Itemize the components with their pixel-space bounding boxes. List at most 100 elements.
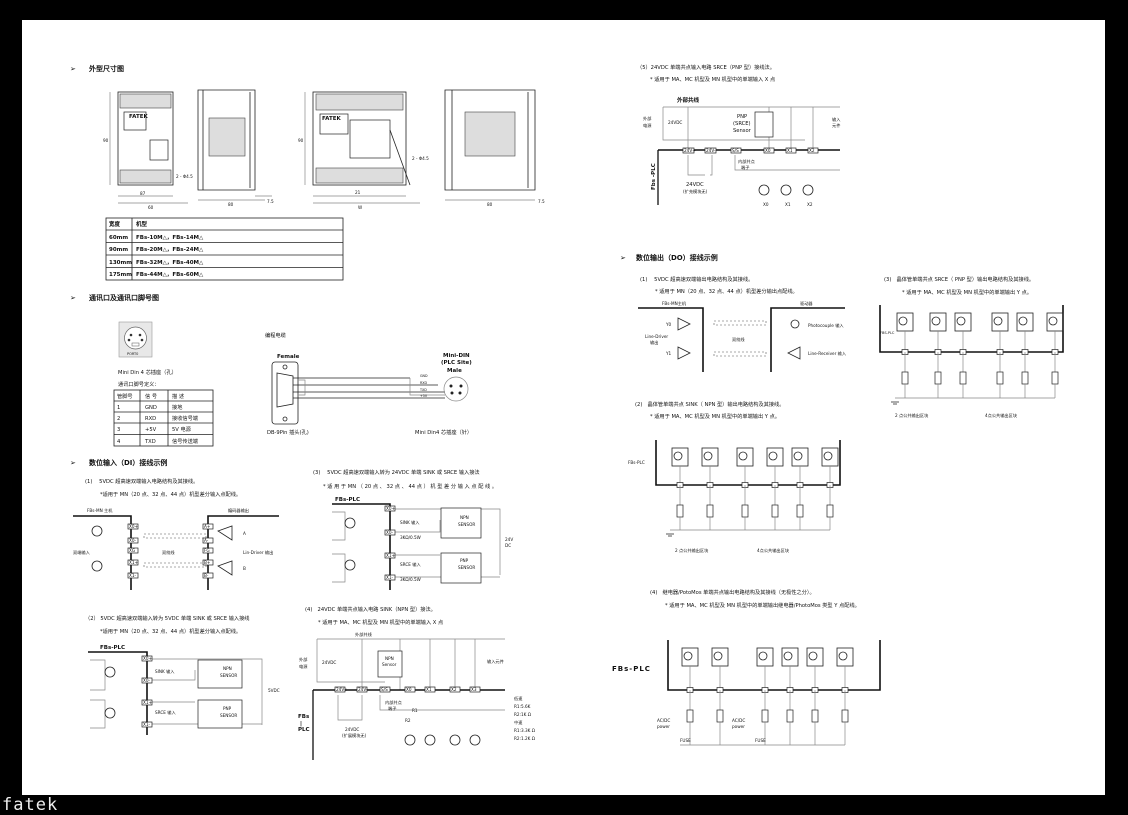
table-cell: 3 [117, 427, 120, 433]
logo-text: FATEK [322, 116, 341, 122]
comm-heading: 通讯口及通讯口脚号图 [89, 293, 159, 302]
terminal-label: X1 [426, 687, 432, 692]
dim-label: 2 - Φ4.5 [412, 156, 429, 161]
table-cell: 175mm [109, 272, 132, 278]
diagram-label: 24V [505, 537, 513, 542]
load-mark [796, 504, 804, 518]
schematic-mark [1048, 316, 1058, 326]
diagram-label: 双端输入 [73, 549, 91, 556]
schematic-mark [666, 533, 674, 537]
di-item2-title: （2） 5VDC 超高速双端输入转为 5VDC 单端 SINK 或 SRCE 输… [85, 614, 249, 622]
programming-cable-diagram: 编程电缆 Female Mini-DIN (PLC Site) Male GND… [265, 331, 472, 436]
table-cell: 2 [117, 416, 120, 422]
diagram-label: 双绞线 [732, 336, 745, 343]
diagram-label: DC [505, 543, 511, 548]
diagram-label: PNP [737, 114, 747, 120]
do-item1-diagram: FBs-MN主机 驱动器 Y0 Y1 Line-Driver 输出 双绞线 Ph… [638, 300, 847, 372]
diagram-label: SENSOR [458, 565, 475, 570]
terminal-label: X0- [129, 538, 137, 543]
diagram-label: SINK 输入 [155, 668, 175, 675]
diagram-label: X1 [785, 202, 791, 207]
diagram-label: (扩展模块无) [342, 732, 367, 739]
speed-label: R2:1.2K Ω [514, 736, 536, 741]
table-header: 描 述 [172, 392, 184, 400]
schematic-mark [713, 651, 723, 661]
di-heading: 数位输入（DI）接线示例 [89, 458, 167, 467]
female-label: Female [277, 354, 300, 360]
terminal-label: X0- [386, 530, 394, 535]
do-item4-title: (4) 继电器/PotoMos 单端共点输出电路结构及其接线（无极性之分）。 [650, 588, 815, 596]
terminal-label: S/S [732, 148, 739, 153]
diagram-label: 24VDC [686, 182, 704, 188]
diagram-label: SINK 输入 [400, 519, 420, 526]
table-header: 机型 [135, 220, 148, 228]
schematic-mark [667, 640, 881, 691]
diagram-label: 外部共线 [355, 631, 373, 638]
diagram-label: Fbs -PLC [651, 163, 657, 190]
diagram-label: SENSOR [220, 673, 237, 678]
terminal-label: A+ [204, 524, 211, 529]
dimension-drawings: FATEK 90 87 60 2 - Φ4.5 80 7.5 FATEK 90 … [103, 89, 545, 210]
diagram-label: PNP [460, 558, 469, 563]
diagram-label: FUSE [755, 738, 766, 743]
table-cell: 4 [117, 439, 121, 445]
schematic-mark [838, 651, 848, 661]
speed-label: R1:3.3K Ω [514, 728, 536, 733]
diagram-label: FBs-MN 主机 [87, 507, 113, 514]
load-mark [771, 504, 779, 518]
diagram-label: 4点公共输出区块 [757, 547, 790, 554]
terminal-label: 24V- [706, 148, 716, 153]
terminal-label: X1- [386, 575, 394, 580]
diagram-label: 双绞线 [162, 549, 175, 556]
diagram-label: Photocouple 输入 [808, 322, 844, 329]
table-header: 管脚号 [117, 392, 133, 400]
diagram-label: NPN [385, 656, 394, 661]
diagram-label: 端子 [741, 164, 749, 171]
table-cell: 60mm [109, 235, 128, 241]
table-cell: 接地 [172, 403, 182, 411]
diagram-label: 24VDC [345, 727, 359, 732]
table-header: 宽度 [108, 220, 121, 228]
table-cell: FBs-10M△，FBs-14M△ [136, 235, 204, 241]
diagram-label: Lin-Driver 输出 [243, 549, 273, 556]
schematic-mark [891, 401, 899, 405]
terminal-label: 24V+ [336, 687, 348, 692]
terminal-label: XG [129, 548, 135, 553]
diagram-label: FBS-PLC [880, 331, 895, 335]
di-item1-diagram: FBs-MN 主机 编码器输出 双端输入 双绞线 Lin-Driver 输出 A… [73, 507, 279, 590]
diagram-label: 24VDC [322, 660, 336, 665]
diagram-label: SRCE 输入 [155, 709, 176, 716]
pin-def-title: 通讯口脚号定义： [118, 380, 160, 388]
terminal-label: X0 [406, 687, 412, 692]
table-cell: 5V 电源 [172, 425, 192, 433]
load-mark [1051, 371, 1059, 385]
dim-label: 90 [298, 138, 304, 143]
dim-label: W [358, 205, 362, 210]
di-item2-note: *适用于 MN（20 点、32 点、44 点）机型差分输入点配线。 [100, 627, 241, 635]
db9-caption: DB-9Pin 插头(孔) [267, 428, 309, 436]
dims-heading: 外型尺寸图 [89, 64, 124, 73]
table-cell: 90mm [109, 247, 128, 253]
footer-brand: fatek [2, 795, 59, 815]
load-mark [676, 504, 684, 518]
load-mark [811, 709, 819, 723]
dim-label: 7.5 [538, 199, 545, 204]
do-item4-note: * 适用于 MA、MC 机型及 MN 机型中的单端输出继电器/PhotoMos … [665, 601, 860, 609]
diagram-label: Line-Receiver 输入 [808, 350, 847, 357]
diagram-label: PLC [298, 727, 310, 733]
diagram-label: Y1 [665, 351, 672, 356]
table-cell: GND [145, 405, 157, 411]
table-cell: TXD [144, 439, 156, 445]
terminal-label: X1+ [129, 560, 139, 565]
table-cell: 接收信号端 [172, 414, 198, 422]
diagram-label: 外部共线 [677, 96, 700, 104]
schematic-mark [673, 451, 683, 461]
terminal-label: X3 [471, 687, 477, 692]
do-item2-note: * 适用于 MA、MC 机型及 MN 机型中的单端输出 Y 点。 [650, 412, 780, 420]
terminal-label: X0+ [143, 656, 153, 661]
dim-label: 80 [487, 202, 493, 207]
load-mark [934, 371, 942, 385]
load-mark [761, 709, 769, 723]
load-mark [686, 709, 694, 723]
do-item2-diagram [655, 440, 841, 537]
